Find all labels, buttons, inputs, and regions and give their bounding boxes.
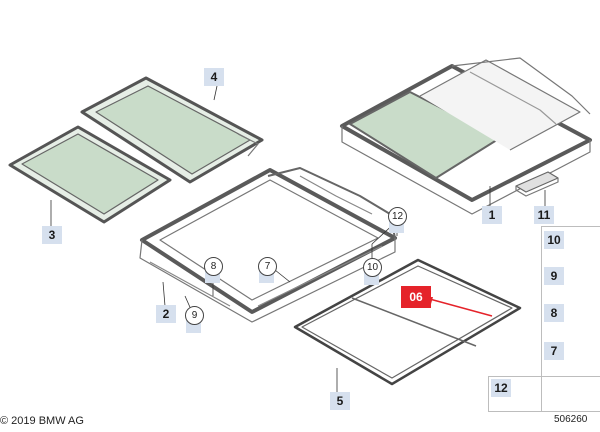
sunroof-frame [139, 167, 397, 323]
part-label-11[interactable]: 11 [534, 206, 554, 224]
callout-8[interactable]: 8 [204, 257, 223, 276]
glass-panel-rear [80, 76, 264, 184]
hardware-label-12[interactable]: 12 [491, 379, 511, 397]
callout-12[interactable]: 12 [388, 207, 407, 226]
part-label-2[interactable]: 2 [156, 305, 176, 323]
hardware-label-7[interactable]: 7 [544, 342, 564, 360]
part-label-4[interactable]: 4 [204, 68, 224, 86]
bracket-part [515, 171, 559, 197]
hardware-label-8[interactable]: 8 [544, 304, 564, 322]
highlight-arrow [423, 297, 493, 317]
part-label-1[interactable]: 1 [482, 206, 502, 224]
hardware-label-9[interactable]: 9 [544, 267, 564, 285]
diagram-id: 506260 [554, 414, 588, 425]
copyright-text: © 2019 BMW AG [0, 415, 84, 427]
callout-9[interactable]: 9 [185, 306, 204, 325]
sunroof-assembly [340, 57, 592, 215]
part-label-5[interactable]: 5 [330, 392, 350, 410]
arrow-panel-box [541, 376, 600, 412]
part-label-3[interactable]: 3 [42, 226, 62, 244]
seal-gasket [293, 258, 522, 386]
glass-panel-front [8, 125, 172, 224]
callout-7[interactable]: 7 [258, 257, 277, 276]
highlight-tag[interactable]: 06 [401, 286, 431, 308]
hardware-label-10[interactable]: 10 [544, 231, 564, 249]
callout-10[interactable]: 10 [363, 258, 382, 277]
